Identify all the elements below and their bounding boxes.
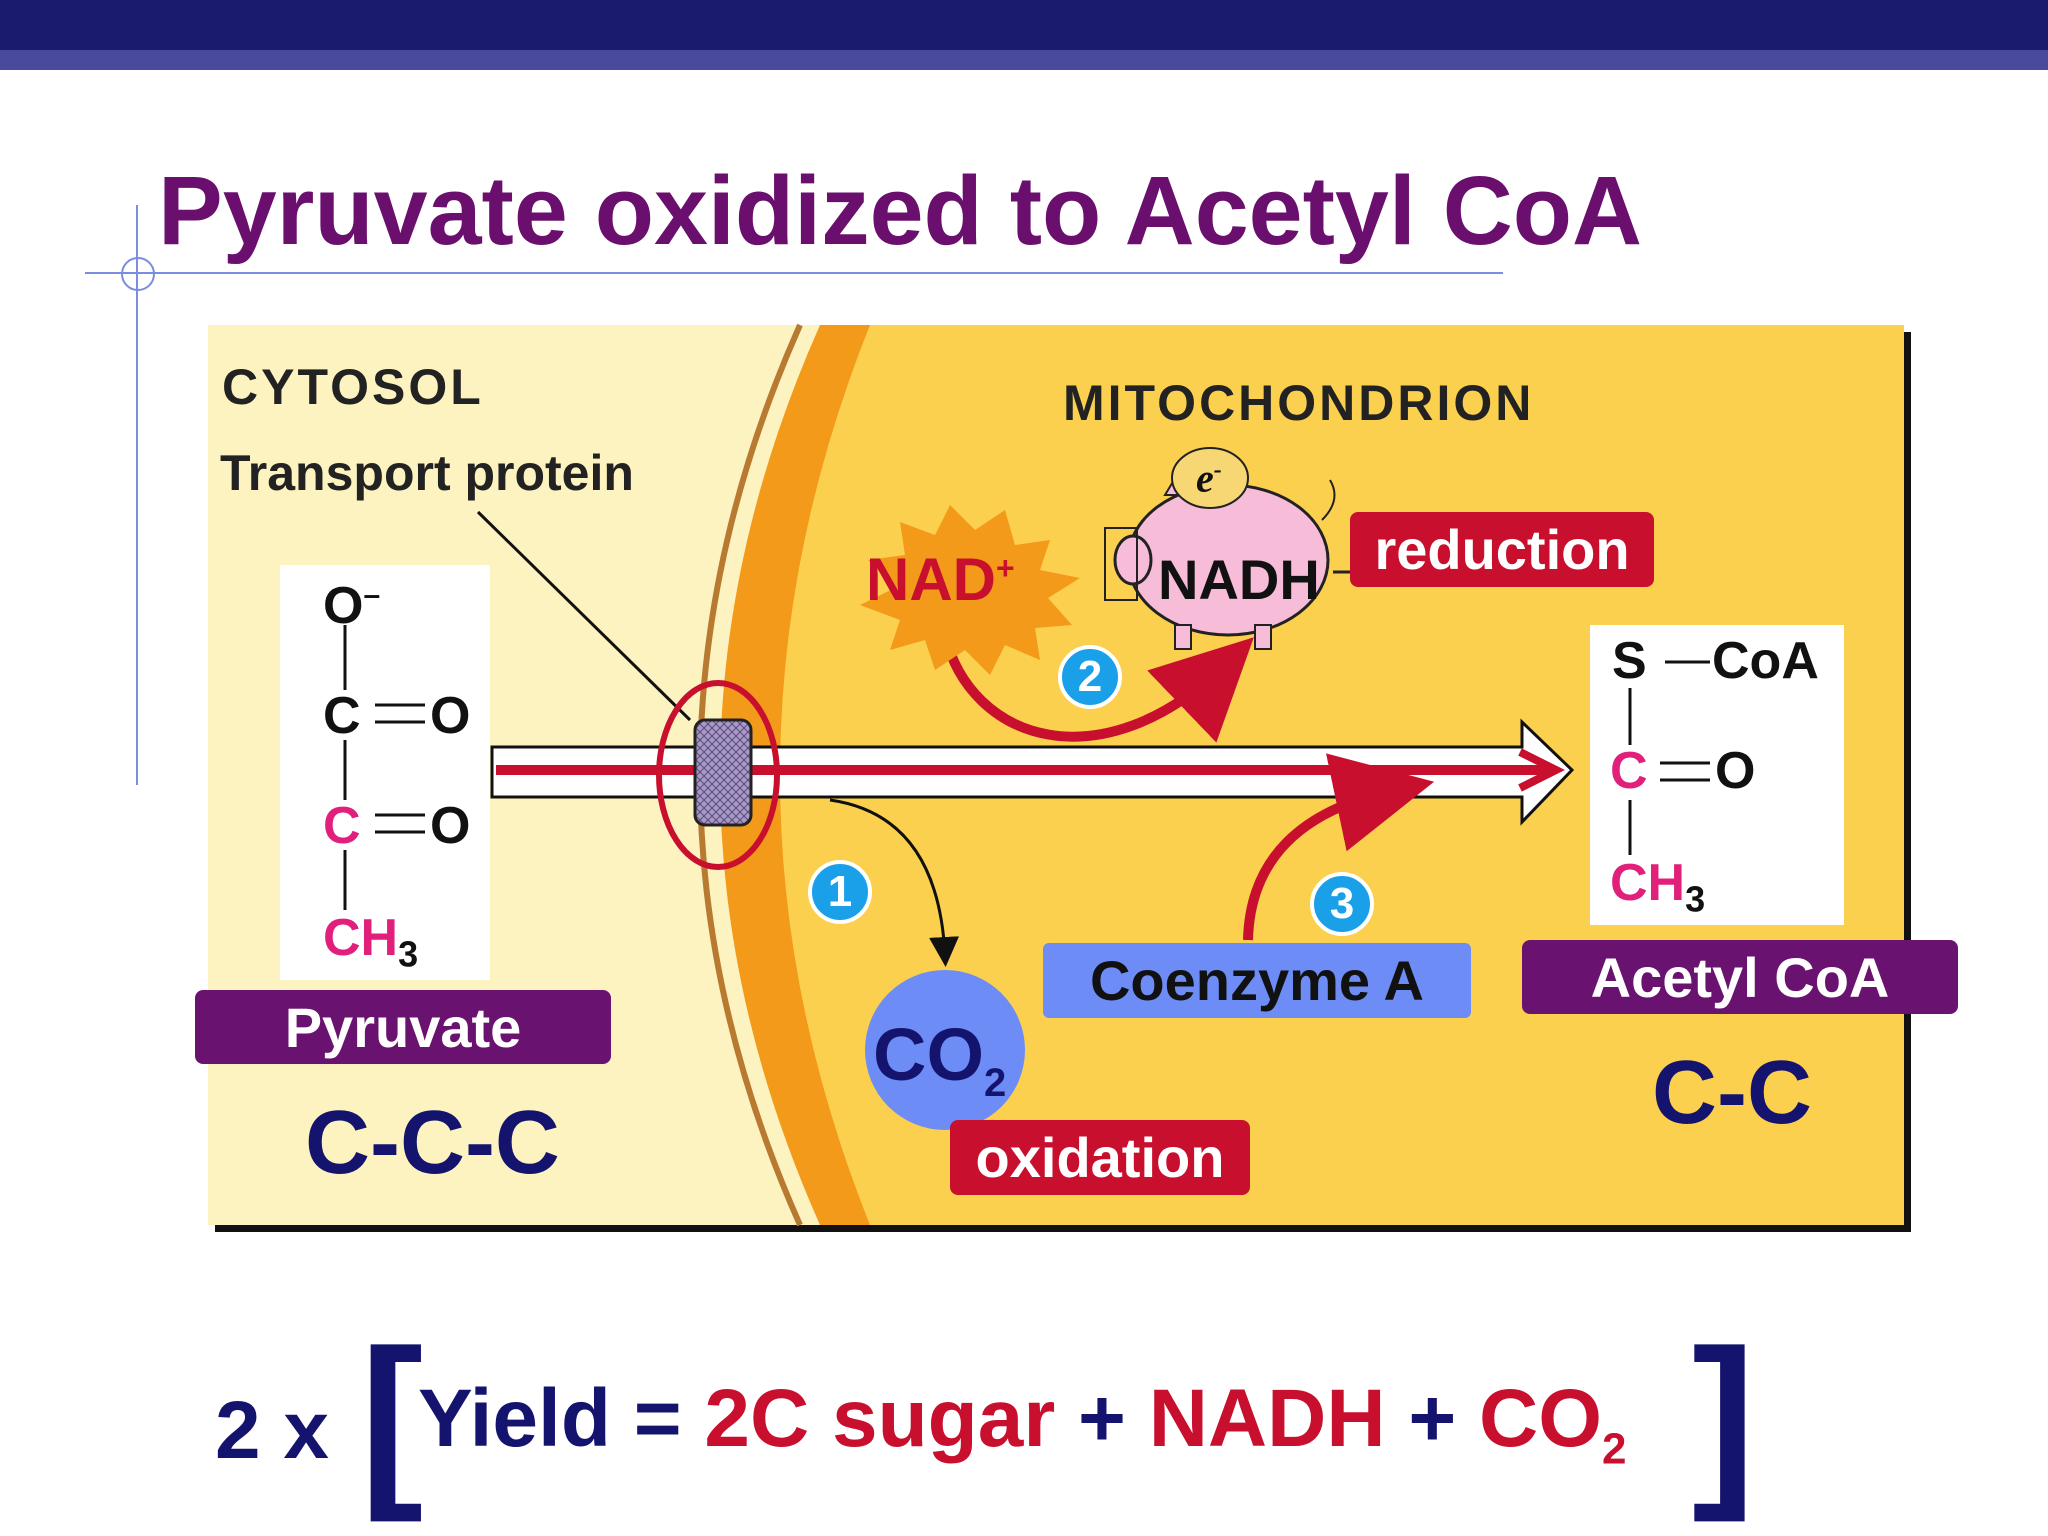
acetyl-c: C bbox=[1610, 742, 1648, 800]
acetyl-ch3: CH3 bbox=[1610, 854, 1706, 920]
yield-plus: + bbox=[1055, 1373, 1149, 1464]
yield-co2: CO2 bbox=[1479, 1373, 1627, 1474]
reduction-tag: reduction bbox=[1350, 512, 1654, 587]
yield-nadh: NADH bbox=[1148, 1373, 1386, 1464]
pyruvate-c1: C bbox=[323, 687, 361, 745]
pyruvate-tag: Pyruvate bbox=[195, 990, 611, 1064]
step-1-marker: 1 bbox=[808, 860, 872, 924]
title-underline bbox=[85, 272, 1503, 274]
yield-equation: Yield = 2C sugar + NADH + CO2 bbox=[418, 1378, 1627, 1471]
yield-open-bracket: [ bbox=[360, 1311, 424, 1523]
mitochondrion-label: MITOCHONDRION bbox=[1063, 375, 1535, 431]
decor-crosshair bbox=[121, 257, 155, 291]
transport-pointer-line bbox=[476, 510, 692, 722]
slide-title: Pyruvate oxidized to Acetyl CoA bbox=[158, 156, 1643, 265]
nadh-label: NADH bbox=[1158, 548, 1320, 611]
coenzyme-a-arrow bbox=[1243, 753, 1435, 941]
acetyl-structure-box bbox=[1590, 625, 1844, 925]
yield-close-bracket: ] bbox=[1692, 1311, 1756, 1523]
co2-circle bbox=[865, 970, 1025, 1130]
step-3-marker: 3 bbox=[1310, 872, 1374, 936]
acetyl-coa-tag: Acetyl CoA bbox=[1522, 940, 1958, 1014]
pyruvate-structure-box bbox=[280, 565, 490, 980]
oxidation-tag: oxidation bbox=[950, 1120, 1250, 1195]
top-bar-accent bbox=[0, 50, 2048, 70]
nad-reduction-arrow bbox=[940, 633, 1254, 743]
top-bar bbox=[0, 0, 2048, 50]
pyruvate-o1: O bbox=[430, 687, 471, 745]
cytosol-label: CYTOSOL bbox=[222, 359, 484, 415]
pyruvate-o-minus: O– bbox=[323, 577, 381, 635]
co2-label: CO2 bbox=[873, 1013, 1007, 1105]
decor-vertical-line bbox=[136, 205, 138, 785]
co2-release-arrow bbox=[829, 798, 960, 967]
yield-plus: + bbox=[1385, 1373, 1480, 1464]
pyruvate-o2: O bbox=[430, 797, 471, 855]
nad-starburst bbox=[860, 505, 1080, 675]
yield-prefix: Yield = bbox=[418, 1373, 705, 1464]
transport-protein-highlight bbox=[656, 680, 780, 870]
nadh-bracket bbox=[1104, 527, 1138, 601]
yield-multiplier: 2 x bbox=[215, 1385, 329, 1476]
acetyl-carbon-count: C-C bbox=[1652, 1043, 1812, 1143]
nad-label: NAD+ bbox=[866, 546, 1015, 613]
step-2-marker: 2 bbox=[1058, 645, 1122, 709]
transport-protein-label: Transport protein bbox=[220, 445, 634, 501]
main-flow-red-head bbox=[1518, 748, 1565, 792]
pyruvate-ch3: CH3 bbox=[323, 909, 419, 975]
pyruvate-c2: C bbox=[323, 797, 361, 855]
acetyl-o: O bbox=[1715, 742, 1756, 800]
yield-sugar: 2C sugar bbox=[704, 1373, 1056, 1464]
coenzyme-a-tag: Coenzyme A bbox=[1043, 943, 1471, 1018]
electron-label: e- bbox=[1196, 455, 1222, 501]
nadh-piggy-bank-icon bbox=[1113, 447, 1336, 650]
acetyl-coa-group: CoA bbox=[1712, 632, 1819, 690]
transport-protein bbox=[693, 718, 753, 827]
pyruvate-carbon-count: C-C-C bbox=[305, 1093, 560, 1193]
acetyl-s: S bbox=[1612, 632, 1647, 690]
